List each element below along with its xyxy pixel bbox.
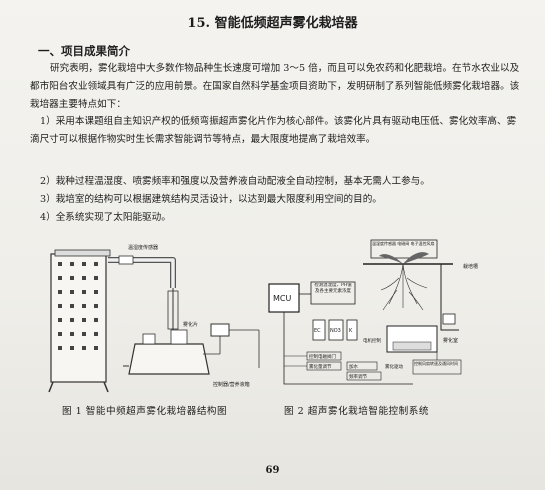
fig1-label-top: 温湿度传感器 [128,244,158,251]
paragraph-feature-4: 4）全系统实现了太阳能驱动。 [40,212,171,223]
paragraph-intro: 研究表明，雾化栽培中大多数作物品种生长速度可增加 3～5 倍，而且可以免农药和化… [30,63,520,110]
figure-2-caption: 图 2 超声雾化栽培智能控制系统 [284,406,429,417]
freq-adj-label: 频率调节 [349,373,367,380]
fig1-label-mid: 雾化片 [183,321,198,328]
ctrl-valve-label: 控制电磁阀门 [309,353,336,360]
cabinet-holes [58,262,98,350]
fan-label: 控制风扇转速及通风时间 [414,361,458,366]
ec-label: EC [314,328,321,334]
k-label: K [349,328,353,334]
figure-1-structure-diagram: 温湿度传感器 雾化片 控制器/营养液箱 [33,236,281,396]
water-label: 加水 [349,363,358,370]
top-control-box [370,239,438,259]
atom-room-label: 雾化室 [443,337,458,344]
mcu-label: MCU [273,294,291,303]
cultivator-label: 栽培槽 [463,263,478,270]
page-title: 15. 智能低频超声雾化栽培器 [187,16,358,31]
sensor-label: 检测温湿度、PH值及各主要元素浓度 [314,283,352,294]
paragraph-feature-2: 2）栽种过程温湿度、喷雾频率和强度以及营养液自动配液全自动控制，基本无需人工参与… [40,176,430,187]
page-number: 69 [265,465,280,476]
nutrient-tank [128,343,210,375]
atom-freq-label: 雾化量调节 [309,363,332,370]
figure-1-caption: 图 1 智能中频超声雾化栽培器结构图 [62,406,228,417]
paragraph-feature-3: 3）栽培室的结构可以根据建筑结构灵活设计，以达到最大限度利用空间的目的。 [40,194,382,205]
no3-label: NO3 [330,328,341,334]
controller-box [210,323,230,337]
paragraph-feature-1: 1）采用本课题组自主知识产权的低频弯振超声雾化片作为核心部件。该雾化片具有驱动电… [30,116,517,145]
air-duct [108,257,176,288]
atom-board-label: 雾化驱动 [385,363,403,370]
roots [380,263,428,311]
fig1-label-bottom: 控制器/营养液箱 [213,381,250,388]
sensor-block [310,281,356,305]
motor-label: 电机控制 [363,337,381,344]
section-heading: 一、项目成果简介 [38,44,130,58]
top-box-label: 温湿度传感器 电磁阀 电子温控风扇 [372,241,435,246]
figure-2-control-diagram: MCU 检测温湿度、PH值及各主要元素浓度 EC NO3 K 电机控制 控制电磁… [263,234,498,396]
